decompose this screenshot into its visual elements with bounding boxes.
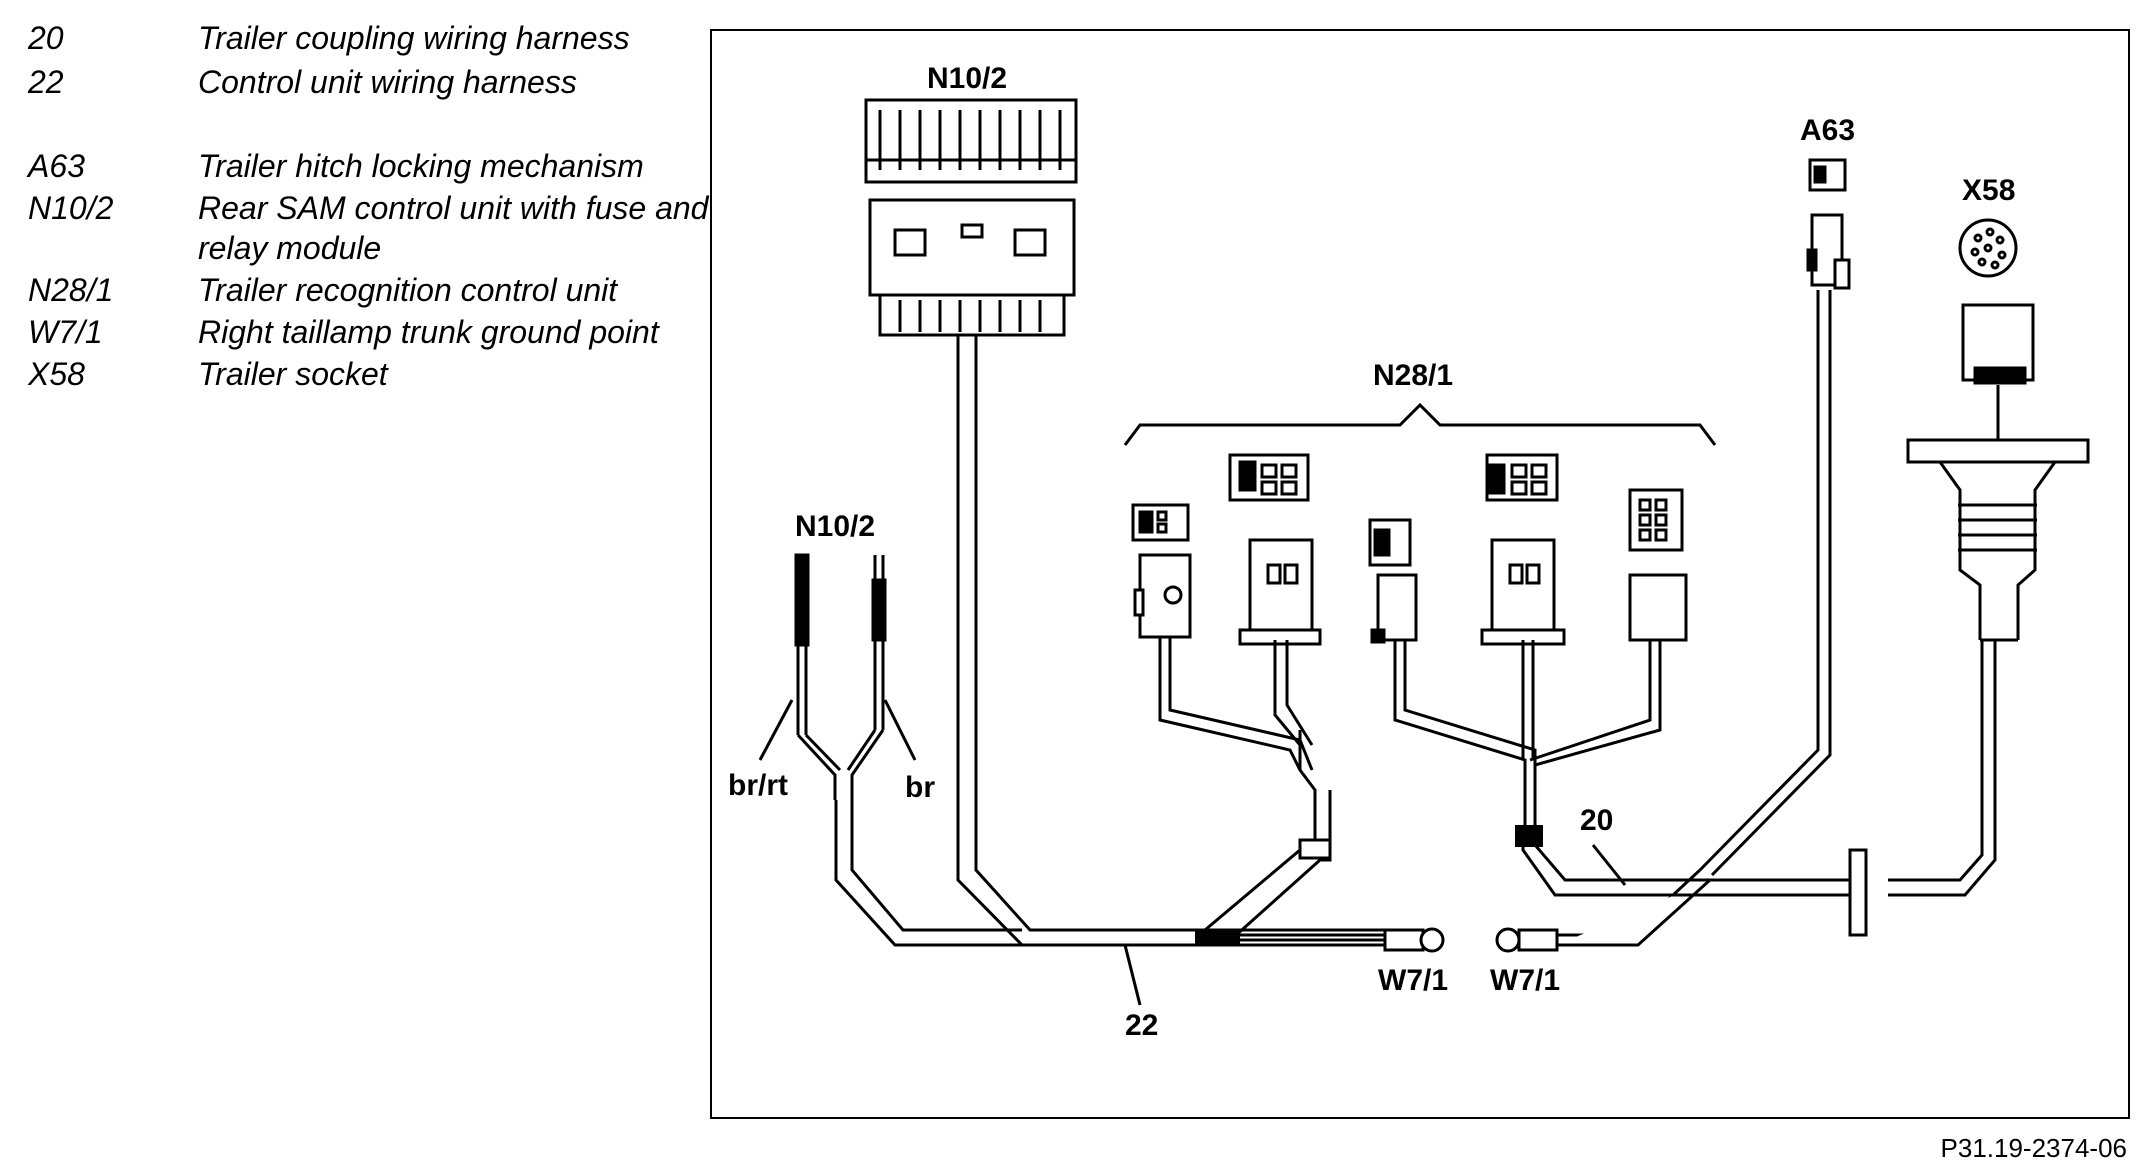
harness-22-sleeve (1298, 838, 1332, 860)
legend-code: N28/1 (28, 272, 114, 308)
br-rt-label: br/rt (728, 769, 788, 802)
legend-code: W7/1 (28, 314, 103, 350)
harness-22-clip (1195, 930, 1240, 946)
legend-desc: Trailer socket (198, 356, 388, 392)
n10-2-left-label: N10/2 (795, 510, 875, 543)
a63-label: A63 (1800, 114, 1855, 147)
a63-connector (1806, 158, 1851, 290)
legend-code: 20 (28, 20, 64, 56)
w7-1-left-label: W7/1 (1378, 964, 1448, 997)
legend-code: N10/2 (28, 190, 114, 226)
w7-1-left-terminal (1240, 927, 1445, 953)
n28-1-wires (1158, 637, 1662, 830)
n10-2-pigtail-wires (758, 553, 917, 800)
legend-code: 22 (28, 64, 64, 100)
legend-desc: Trailer hitch locking mechanism (198, 148, 644, 184)
harness-22-label: 22 (1125, 1009, 1158, 1042)
legend-desc: Trailer coupling wiring harness (198, 20, 630, 56)
harness-20-leader (1591, 844, 1627, 886)
n28-1-connector-2 (1228, 453, 1322, 646)
n28-1-connector-1 (1131, 503, 1192, 639)
br-label: br (905, 771, 935, 804)
harness-20-label: 20 (1580, 804, 1613, 837)
w7-1-right-terminal (1495, 868, 1712, 953)
harness-20-sleeve (1515, 825, 1543, 847)
x58-label: X58 (1962, 174, 2015, 207)
n28-1-connector-4 (1480, 453, 1566, 646)
x58-socket (1906, 218, 2090, 642)
n28-1-brace (1123, 402, 1717, 446)
legend-desc: Rear SAM control unit with fuse and rela… (198, 190, 709, 266)
n28-1-connector-5 (1628, 488, 1688, 642)
legend-desc: Right taillamp trunk ground point (198, 314, 659, 350)
n10-2-top-label: N10/2 (927, 62, 1007, 95)
harness-22-leader (1123, 944, 1142, 1006)
diagram-frame (710, 29, 2130, 1119)
w7-1-right-label: W7/1 (1490, 964, 1560, 997)
legend-desc: Trailer recognition control unit (198, 272, 618, 308)
legend-code: X58 (28, 356, 85, 392)
n10-2-connector (864, 98, 1078, 337)
n28-1-label: N28/1 (1373, 359, 1453, 392)
figure-reference: P31.19-2374-06 (1940, 1133, 2127, 1163)
n28-1-connector-3 (1368, 518, 1418, 644)
harness-20-grommet (1848, 848, 1868, 937)
legend-code: A63 (28, 148, 85, 184)
legend-desc: Control unit wiring harness (198, 64, 577, 100)
